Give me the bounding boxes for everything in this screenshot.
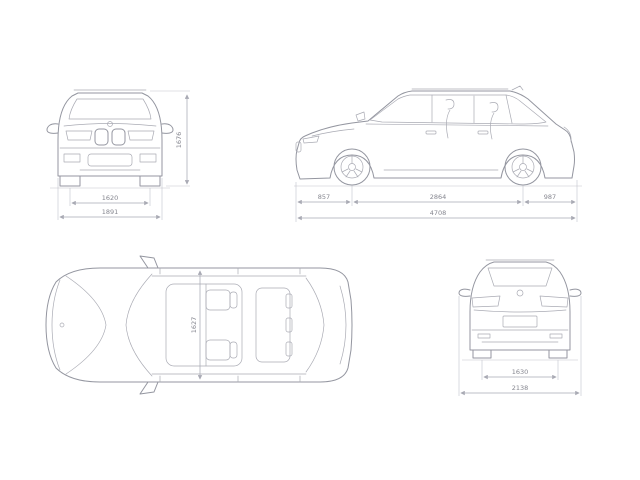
front-view-dimensions: 1676 1620 1891 <box>57 90 190 220</box>
front-view-drawing <box>46 89 174 189</box>
side-front-overhang-label: 857 <box>318 193 330 201</box>
front-right-wheel <box>139 175 161 187</box>
top-rear-seats <box>255 287 293 363</box>
top-view-dimensions: 1627 <box>190 270 203 380</box>
front-width-label: 1891 <box>102 208 119 216</box>
front-height-label: 1676 <box>175 132 183 149</box>
rear-left-wheel <box>472 349 492 359</box>
side-front-wheel <box>333 148 371 186</box>
side-rear-wheel <box>504 148 542 186</box>
side-wheelbase-label: 2864 <box>430 193 447 201</box>
front-left-wheel <box>59 175 81 187</box>
top-width-label: 1627 <box>190 317 198 334</box>
front-track-label: 1620 <box>102 194 119 202</box>
side-view-drawing <box>294 85 582 187</box>
side-length-label: 4708 <box>430 209 447 217</box>
rear-right-wheel <box>548 349 568 359</box>
rear-width-label: 2138 <box>512 384 529 392</box>
rear-track-label: 1630 <box>512 368 529 376</box>
side-view-dimensions: 857 2864 987 4708 <box>295 180 578 222</box>
top-roundel-badge <box>59 322 65 328</box>
rear-view-drawing <box>458 259 582 361</box>
top-front-seats <box>205 289 238 361</box>
top-view-drawing <box>45 255 353 395</box>
rear-view-dimensions: 1630 2138 <box>458 296 582 396</box>
front-roundel-badge <box>107 121 113 127</box>
side-rear-overhang-label: 987 <box>544 193 556 201</box>
rear-roundel-badge <box>516 289 524 297</box>
